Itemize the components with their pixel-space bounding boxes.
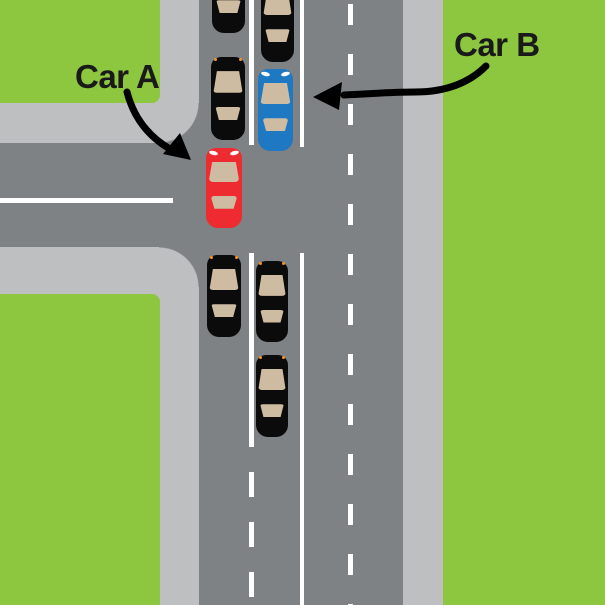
car-a-label: Car A [75, 58, 160, 95]
rear-window [265, 29, 290, 43]
rear-window [260, 404, 284, 418]
lane-line-2-above-intersection [299, 0, 304, 147]
queued-car-4 [207, 255, 241, 337]
queued-car-1 [212, 0, 245, 33]
grass-top-left [0, 0, 160, 103]
road-corner-fillet-bottom [159, 247, 199, 287]
car-b-label: Car B [454, 26, 540, 63]
indicator-light [235, 256, 238, 259]
grass-right [443, 0, 605, 605]
windshield [258, 274, 286, 296]
side-road-horizontal [0, 143, 204, 247]
windshield-glint [260, 70, 271, 78]
lane-line-1-below-intersection [249, 253, 254, 447]
windshield [263, 0, 292, 16]
windshield [258, 368, 286, 391]
car-b [258, 69, 293, 151]
queued-car-2 [211, 57, 245, 140]
windshield-glint [208, 149, 219, 157]
center-dashed-line [348, 4, 353, 605]
rear-window [260, 309, 284, 323]
windshield-glint [280, 70, 291, 78]
indicator-light [210, 256, 213, 259]
grass-bottom-left [0, 294, 160, 605]
rear-window [211, 304, 237, 318]
queued-car-6 [256, 355, 288, 437]
car-a [206, 148, 242, 228]
lane-line-1-dashed-section [249, 472, 254, 605]
indicator-light [259, 262, 262, 265]
indicator-light [282, 262, 285, 265]
indicator-light [239, 58, 242, 61]
windshield [213, 71, 243, 93]
queued-car-5 [256, 261, 288, 342]
windshield [209, 268, 239, 291]
rear-window [210, 196, 238, 209]
windshield [208, 161, 240, 183]
lane-line-2-below-intersection [299, 253, 304, 605]
rear-window [216, 0, 241, 14]
indicator-light [259, 356, 262, 359]
windshield [260, 82, 291, 105]
lane-line-1-above-intersection [249, 0, 254, 145]
side-road-center-line [0, 198, 173, 203]
rear-window [262, 118, 289, 132]
queued-car-3 [261, 0, 294, 62]
rear-window [215, 106, 241, 121]
windshield-glint [229, 149, 240, 157]
indicator-light [282, 356, 285, 359]
indicator-light [214, 58, 217, 61]
